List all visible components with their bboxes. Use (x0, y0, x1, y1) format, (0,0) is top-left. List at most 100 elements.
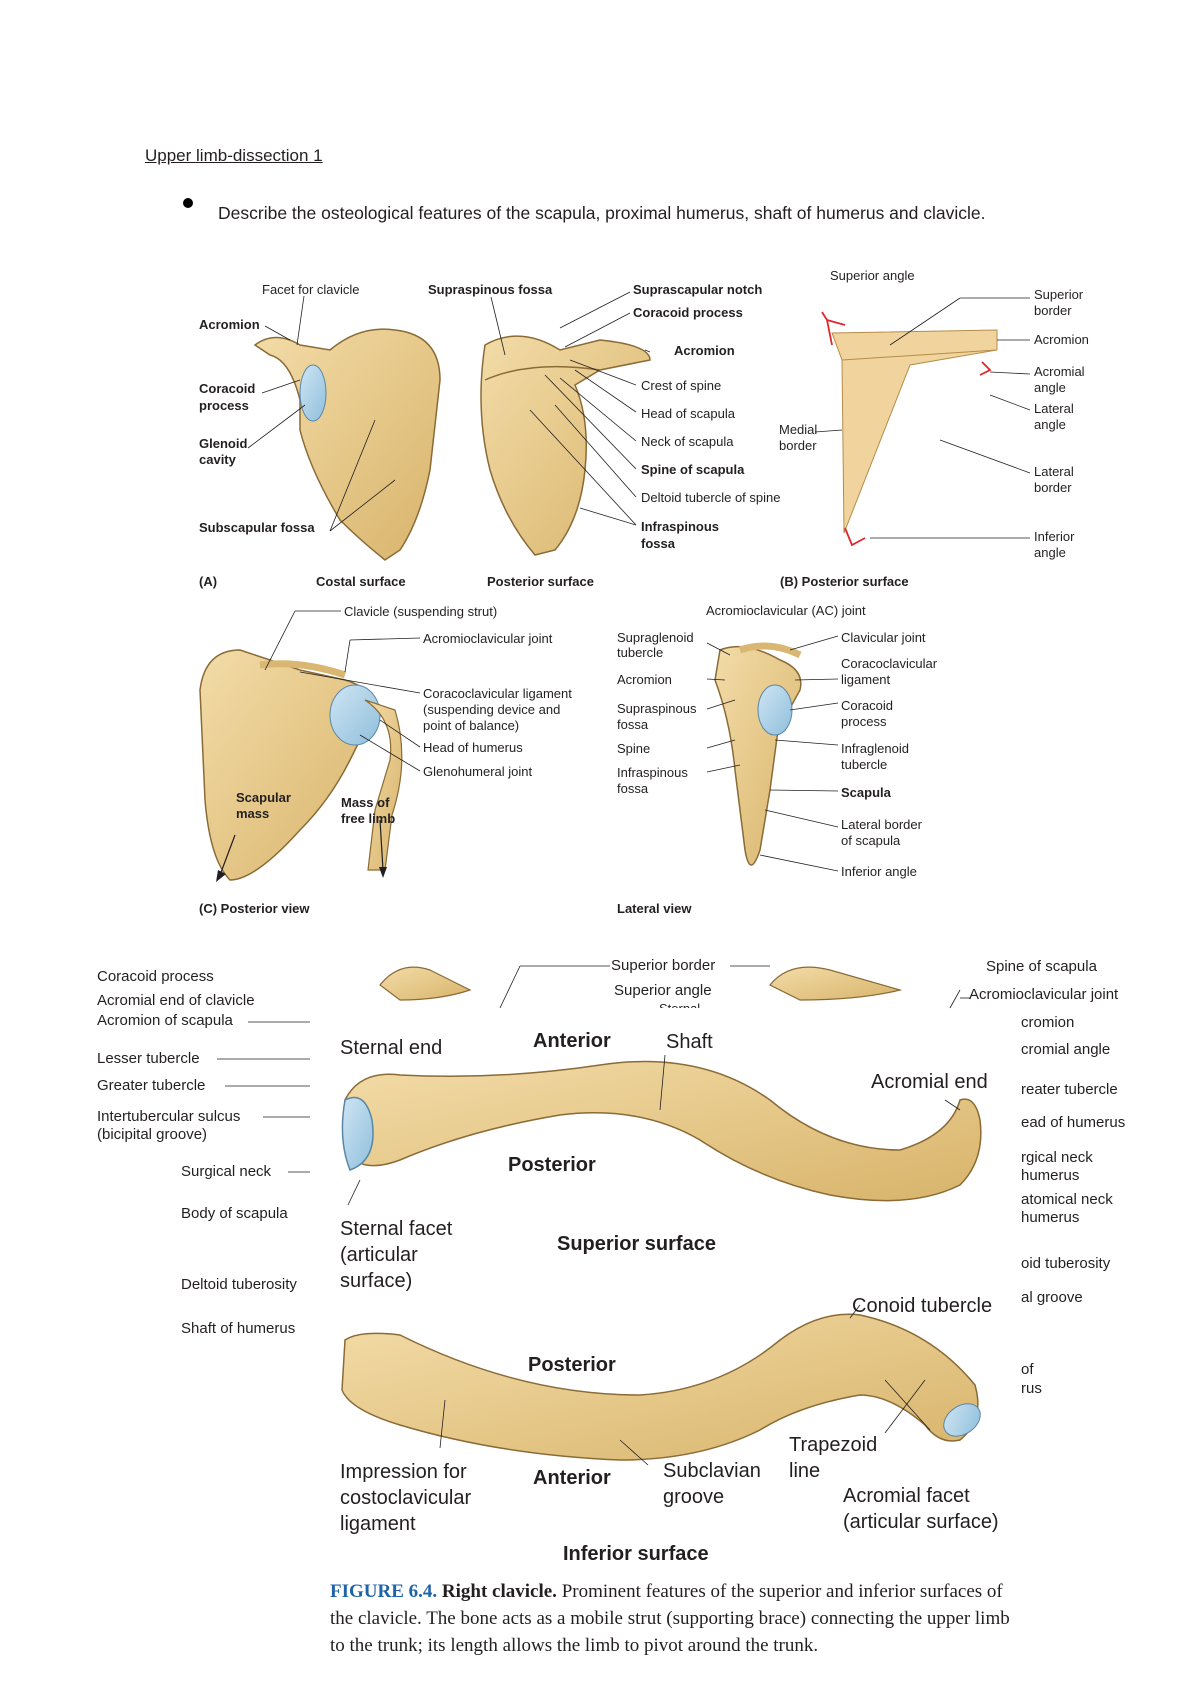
label-r-acromion: cromion (1021, 1014, 1075, 1031)
label-coracoid-a1: Coracoid (199, 381, 256, 396)
label-acromial-angle-1: Acromial (1034, 364, 1085, 379)
label-spine-lateral: Spine (617, 741, 651, 756)
bullet-text: Describe the osteological features of th… (218, 203, 986, 223)
label-superior-surface: Superior surface (557, 1233, 716, 1255)
leader-lines (217, 291, 970, 1466)
label-supraglenoid-1: Supraglenoid (617, 630, 694, 645)
label-acromial-end: Acromial end (871, 1071, 988, 1093)
label-acromion-a: Acromion (199, 317, 260, 332)
bullet-dot (183, 198, 193, 208)
figure-caption: FIGURE 6.4. Right clavicle. Prominent fe… (330, 1578, 1020, 1659)
label-glenohumeral-joint: Glenohumeral joint (423, 764, 533, 779)
label-inferior-angle-lateral: Inferior angle (841, 864, 917, 879)
clavicle-inferior-illustration (341, 1313, 981, 1461)
label-lesser-tubercle: Lesser tubercle (97, 1050, 200, 1067)
label-r-of: of (1021, 1361, 1034, 1378)
label-r-head: ead of humerus (1021, 1114, 1126, 1131)
label-medial-border-2: border (779, 438, 817, 453)
label-ac-joint-h: Acromioclavicular joint (969, 986, 1119, 1003)
label-superior-border-h: Superior border (611, 957, 716, 974)
label-scapular-mass-2: mass (236, 806, 270, 821)
label-acromial-angle-2: angle (1034, 380, 1066, 395)
label-medial-border-1: Medial (779, 422, 818, 437)
label-r-acromial-angle: cromial angle (1021, 1041, 1111, 1058)
label-mass-free-limb-2: free limb (341, 811, 396, 826)
label-subclavian-1: Subclavian (663, 1460, 761, 1482)
label-acromion-of-scapula: Acromion of scapula (97, 1012, 233, 1029)
label-acromial-facet-2: (articular surface) (843, 1511, 999, 1533)
label-anterior-bottom: Anterior (533, 1467, 611, 1489)
panel-label-b: (B) Posterior surface (780, 574, 909, 589)
label-r-deltoid: oid tuberosity (1021, 1255, 1111, 1272)
label-lateral-angle-2: angle (1034, 417, 1066, 432)
scapula-posterior-illustration (480, 335, 651, 556)
label-sternal-facet-1: Sternal facet (340, 1218, 453, 1240)
label-infraspinous-2: fossa (641, 536, 675, 551)
label-cc-ligament-2: (suspending device and (423, 702, 561, 717)
label-superior-angle: Superior angle (830, 268, 915, 283)
label-coracoid-process-h: Coracoid process (97, 968, 214, 985)
label-lateral-border-1: Lateral (1034, 464, 1074, 479)
panel-label-c: (C) Posterior view (199, 901, 310, 916)
humerus-scapula-background (379, 966, 903, 1001)
label-superior-angle-h: Superior angle (614, 982, 712, 999)
label-ac-joint-c: Acromioclavicular joint (423, 631, 553, 646)
label-glenoid-2: cavity (199, 452, 236, 467)
label-coracoid-a2: process (199, 398, 249, 413)
label-infraspinous-lateral-1: Infraspinous (617, 765, 688, 780)
label-inferior-surface: Inferior surface (563, 1543, 709, 1565)
page-heading: Upper limb-dissection 1 (145, 146, 323, 165)
label-intertubercular-2: (bicipital groove) (97, 1126, 208, 1143)
label-posterior-bottom: Posterior (528, 1354, 616, 1376)
label-lateral-border-2: border (1034, 480, 1072, 495)
label-conoid-tubercle: Conoid tubercle (852, 1295, 993, 1317)
label-r-radial: al groove (1021, 1289, 1083, 1306)
label-shaft-of-humerus: Shaft of humerus (181, 1320, 296, 1337)
label-subscapular-fossa: Subscapular fossa (199, 520, 315, 535)
label-sternal-cut: Sternal (659, 1002, 700, 1008)
label-scapula-lateral: Scapula (841, 785, 891, 800)
label-infraspinous-1: Infraspinous (641, 519, 720, 534)
label-supraglenoid-2: tubercle (617, 645, 664, 660)
label-scapular-mass-1: Scapular (236, 790, 291, 805)
label-posterior-surface: Posterior surface (487, 574, 594, 589)
label-clavicle-strut: Clavicle (suspending strut) (344, 604, 498, 619)
label-acromial-facet-1: Acromial facet (843, 1485, 970, 1507)
label-supraspinous-lateral-2: fossa (617, 717, 649, 732)
label-anterior-top: Anterior (533, 1030, 611, 1052)
label-infraglenoid-1: Infraglenoid (841, 741, 909, 756)
label-sternal-facet-3: surface) (340, 1270, 413, 1292)
label-neck-of-scapula: Neck of scapula (641, 434, 734, 449)
label-r-anatomical-2: humerus (1021, 1209, 1080, 1226)
shoulder-posterior-illustration (199, 649, 403, 882)
label-infraglenoid-2: tubercle (841, 757, 888, 772)
label-sternal-end: Sternal end (340, 1037, 443, 1059)
label-glenoid-1: Glenoid (199, 436, 248, 451)
label-shaft: Shaft (666, 1031, 713, 1053)
label-coracoid-lateral-1: Coracoid (841, 698, 894, 713)
label-supraspinous-fossa: Supraspinous fossa (428, 282, 553, 297)
label-deltoid-tubercle: Deltoid tubercle of spine (641, 490, 781, 505)
label-impression-1: Impression for (340, 1461, 467, 1483)
label-acromial-end-h: Acromial end of clavicle (97, 992, 255, 1009)
label-acromion-b: Acromion (1034, 332, 1089, 347)
scapula-lateral-illustration (714, 642, 802, 866)
label-posterior-top: Posterior (508, 1154, 596, 1176)
label-acromion-lateral: Acromion (617, 672, 672, 687)
label-crest-of-spine: Crest of spine (641, 378, 722, 393)
label-impression-3: ligament (340, 1513, 416, 1535)
figure-number: FIGURE 6.4. (330, 1581, 438, 1602)
label-clavicular-joint: Clavicular joint (841, 630, 926, 645)
label-r-surgical-1: rgical neck (1021, 1149, 1093, 1166)
panel-label-a: (A) (199, 574, 218, 589)
label-cc-ligament-lateral-2: ligament (841, 672, 891, 687)
label-trapezoid-2: line (789, 1460, 821, 1482)
label-impression-2: costoclavicular (340, 1487, 472, 1509)
label-coracoid-process-right: Coracoid process (633, 305, 743, 320)
label-head-of-humerus-c: Head of humerus (423, 740, 523, 755)
clavicle-superior-illustration (341, 1060, 982, 1202)
label-head-of-scapula: Head of scapula (641, 406, 735, 421)
label-inferior-angle-2: angle (1034, 545, 1066, 560)
label-surgical-neck-h: Surgical neck (181, 1163, 272, 1180)
